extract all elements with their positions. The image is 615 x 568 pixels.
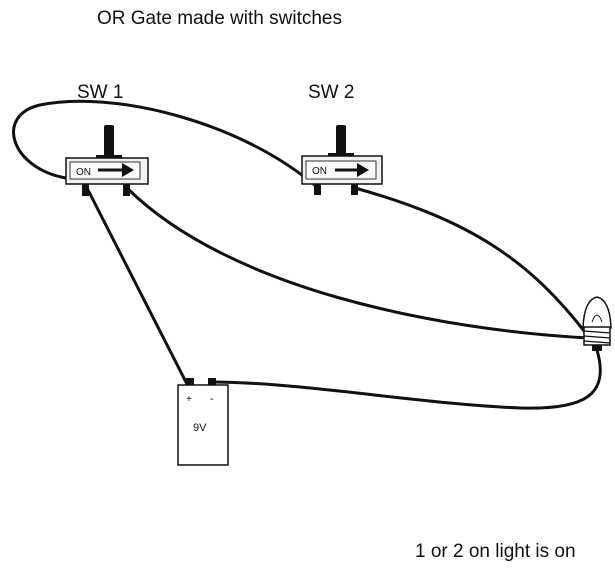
diagram-title: OR Gate made with switches <box>97 8 342 29</box>
wire-bulb-to-battery-minus <box>209 348 602 410</box>
switch-2-on-text: ON <box>312 166 327 177</box>
switch-1-lever <box>104 125 114 159</box>
switch-1-terminal-right <box>123 184 130 196</box>
wire-battery-plus-to-sw1 <box>85 186 191 390</box>
battery-body <box>177 384 229 466</box>
battery-label: 9V <box>193 422 207 434</box>
light-bulb-icon <box>582 296 612 351</box>
bulb-filament <box>591 314 603 323</box>
wire-loop-sw1-to-sw2 <box>12 99 320 190</box>
battery-terminal-minus <box>208 378 216 388</box>
switch-2: ON <box>301 125 383 195</box>
bulb-glass <box>582 296 612 329</box>
switch-2-terminal-left <box>314 184 321 195</box>
switch-2-terminal-right <box>351 184 358 195</box>
battery-minus-sign: - <box>210 393 214 405</box>
wire-sw1-to-bulb <box>125 186 590 340</box>
battery-9v: + - 9V <box>177 378 229 466</box>
switch-1-terminal-left <box>82 184 89 196</box>
switch-2-label: SW 2 <box>308 82 355 103</box>
battery-plus-sign: + <box>186 394 192 405</box>
bulb-threads <box>583 330 611 344</box>
switch-1-label: SW 1 <box>77 82 124 103</box>
battery-terminal-plus <box>186 378 194 388</box>
wire-sw2-to-bulb <box>353 186 590 338</box>
switch-1: ON <box>65 125 149 196</box>
bulb-contact <box>592 345 602 351</box>
switch-2-arrowhead-icon <box>357 163 369 177</box>
truth-caption: 1 or 2 on light is on <box>415 541 576 562</box>
switch-1-on-text: ON <box>76 167 91 178</box>
switch-2-lever <box>336 125 346 158</box>
switch-1-arrowhead-icon <box>122 163 134 177</box>
